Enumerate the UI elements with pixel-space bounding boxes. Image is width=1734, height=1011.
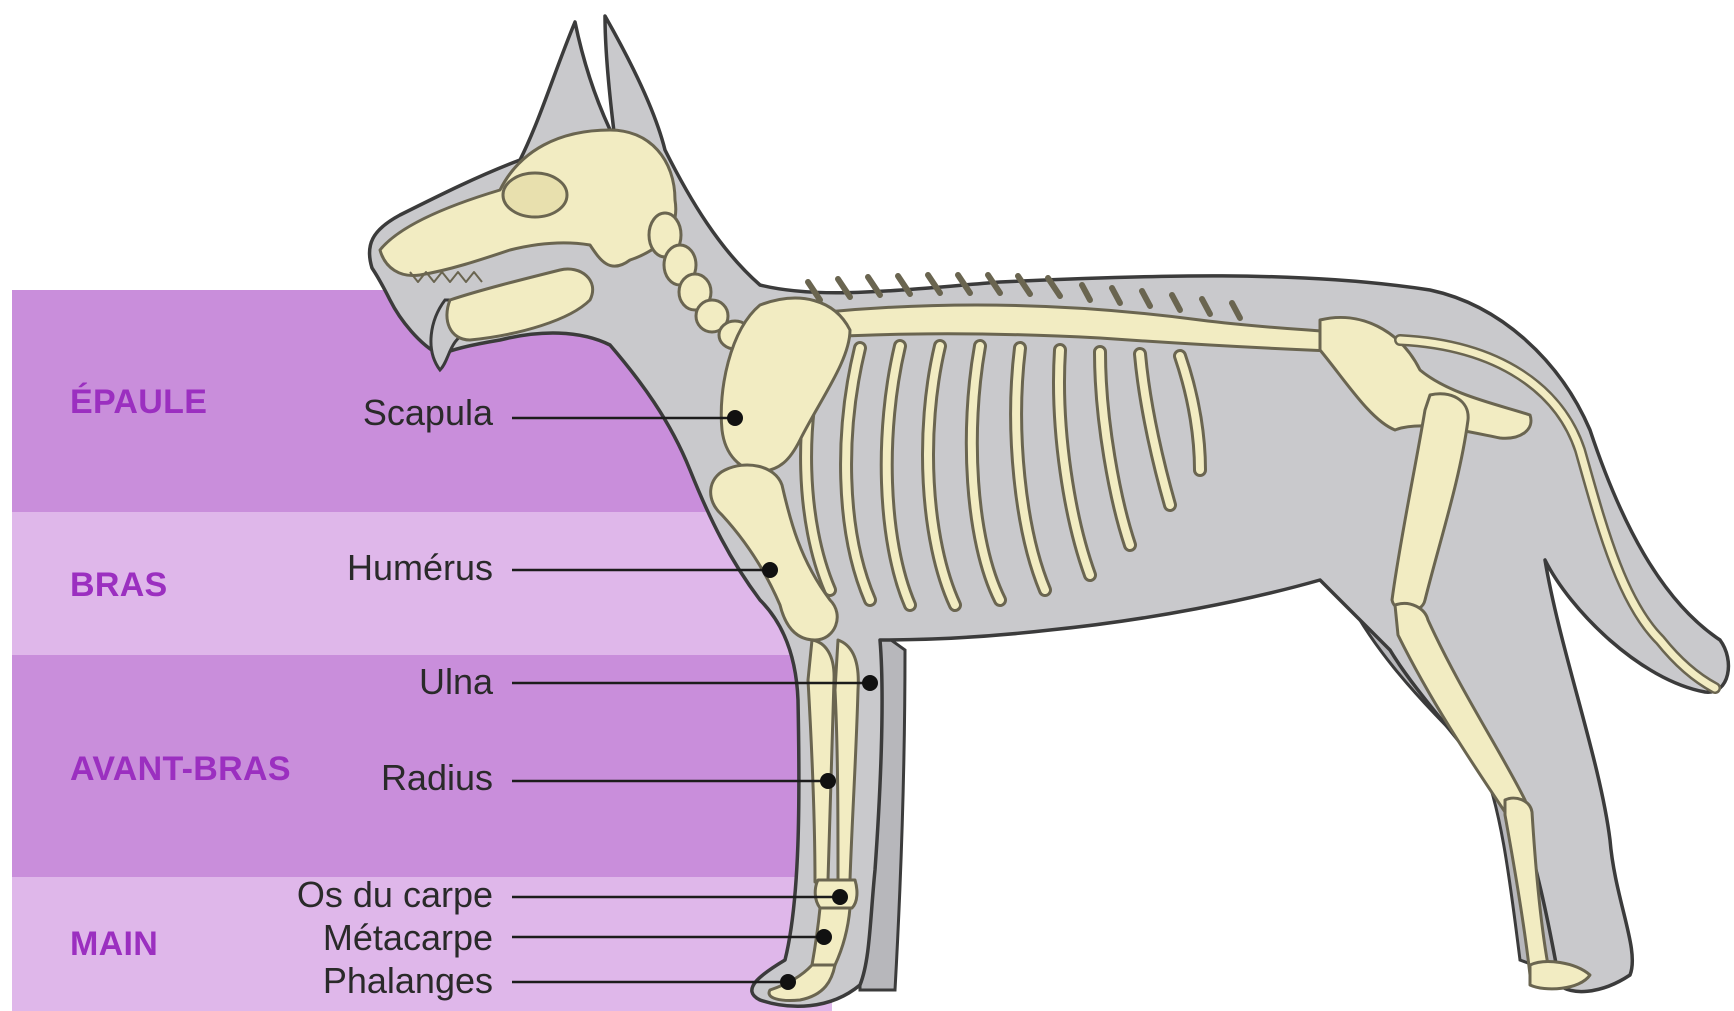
region-label-avant-bras: AVANT-BRAS [70,750,291,788]
bone-label-humerus: Humérus [347,547,493,588]
bone-label-phalanges: Phalanges [323,960,493,1001]
marker-dot-humerus [762,562,778,578]
marker-dot-scapula [727,410,743,426]
region-label-bras: BRAS [70,566,168,604]
marker-dot-carpe [832,889,848,905]
bone-label-ulna: Ulna [419,661,494,702]
marker-dot-metacarpe [816,929,832,945]
bone-label-radius: Radius [381,757,493,798]
region-label-main: MAIN [70,925,158,963]
region-label-epaule: ÉPAULE [70,383,207,421]
marker-dot-ulna [862,675,878,691]
bone-label-metacarpe: Métacarpe [323,917,493,958]
bone-label-scapula: Scapula [363,392,494,433]
marker-dot-phalanges [780,974,796,990]
eye-socket [503,173,567,217]
marker-dot-radius [820,773,836,789]
bone-label-carpe: Os du carpe [297,874,493,915]
